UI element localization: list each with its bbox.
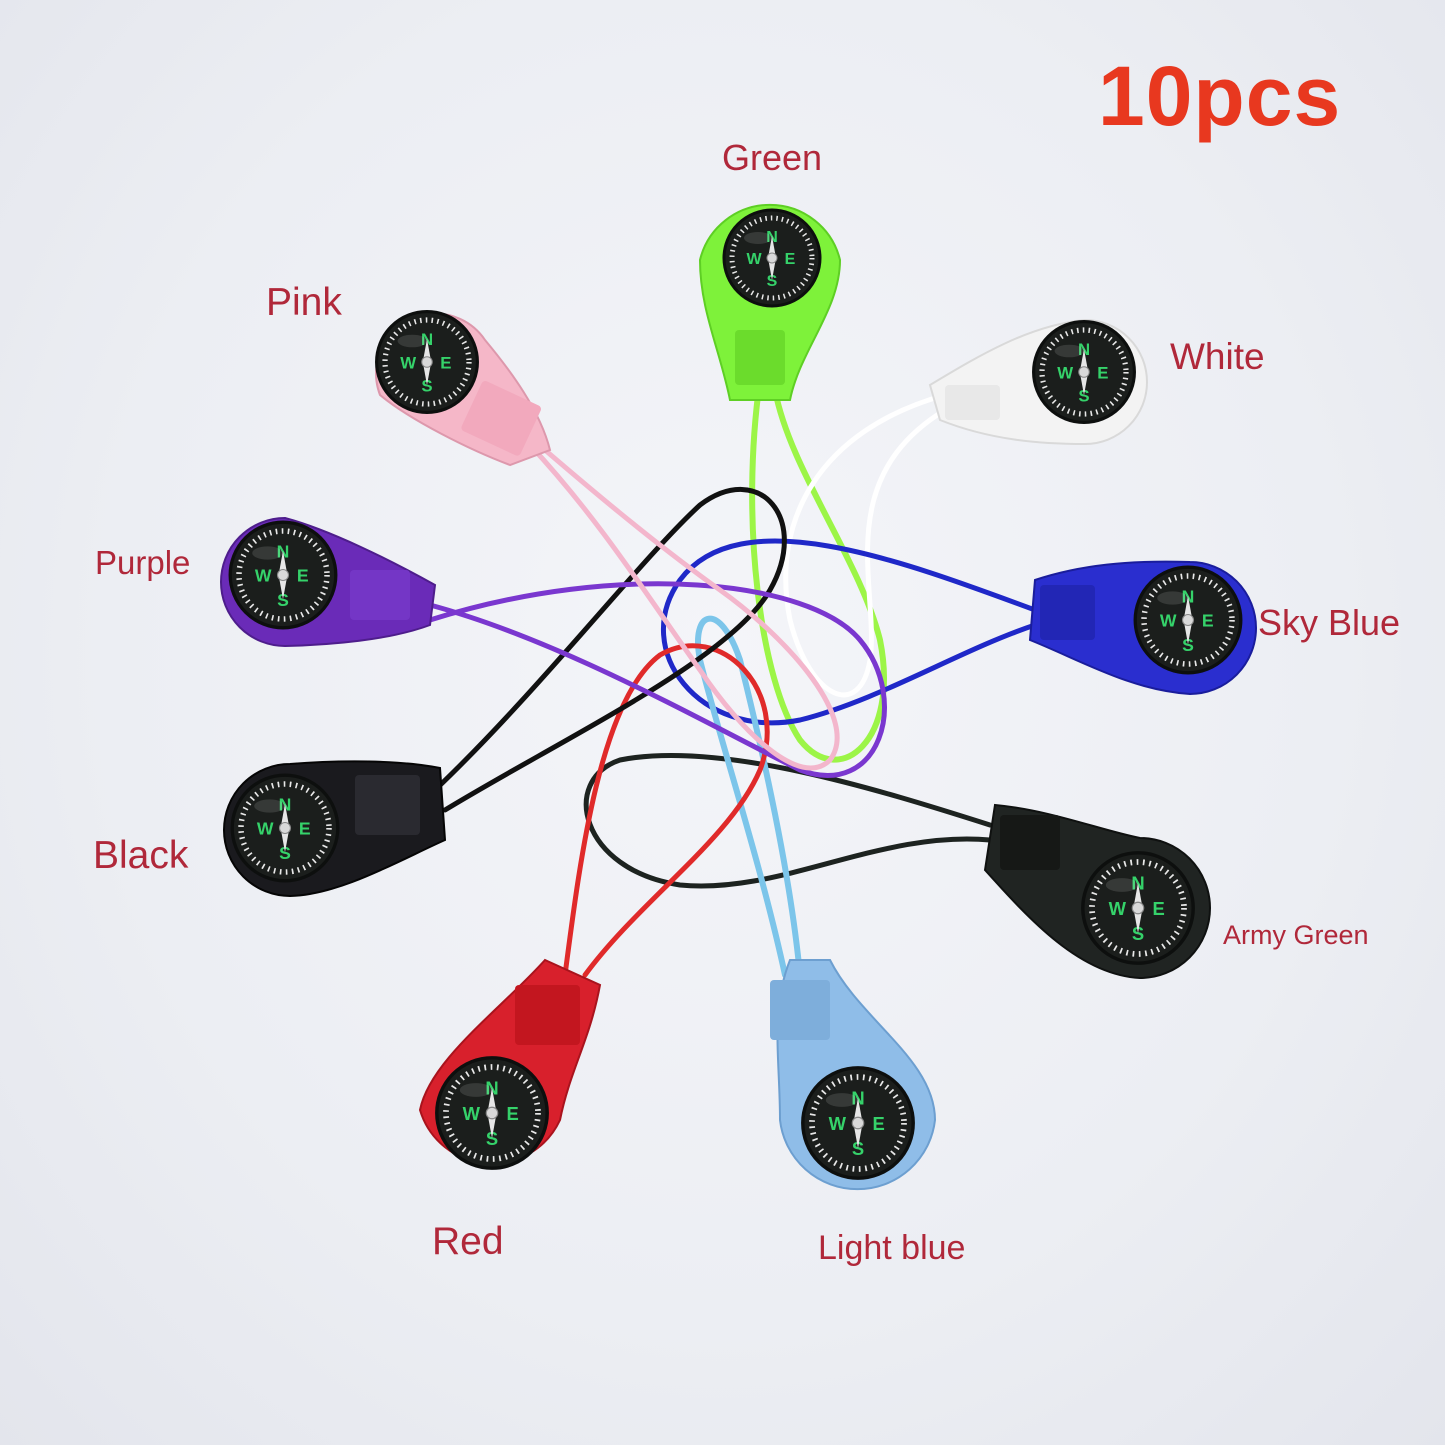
cord-white [783, 392, 948, 698]
compass-pink [376, 312, 552, 467]
compass-purple [220, 516, 437, 648]
label-purple: Purple [95, 544, 191, 581]
cord-sky-blue [660, 538, 1038, 726]
label-pink: Pink [266, 281, 342, 324]
label-black: Black [93, 834, 189, 877]
label-red: Red [432, 1220, 504, 1263]
compass-green [698, 203, 842, 401]
label-white: White [1170, 336, 1265, 377]
cord-light-blue [695, 615, 803, 978]
cords [427, 377, 1038, 978]
label-army-green: Army Green [1223, 920, 1369, 950]
label-green: Green [722, 137, 823, 178]
compass-black [223, 760, 447, 898]
compass-red [418, 958, 602, 1168]
cord-green [749, 377, 887, 763]
compass-light-blue [770, 959, 937, 1191]
label-light-blue: Light blue [818, 1229, 966, 1267]
cord-black [432, 486, 787, 813]
cord-pink [527, 442, 840, 771]
cord-red [562, 643, 770, 978]
cord-army-green [583, 752, 993, 889]
compass-white [928, 320, 1148, 446]
compass-army-green [983, 803, 1211, 980]
label-sky-blue: Sky Blue [1258, 602, 1401, 643]
cord-purple [427, 581, 887, 778]
compass-sky-blue [1028, 560, 1257, 696]
count-badge: 10pcs [1098, 49, 1342, 143]
